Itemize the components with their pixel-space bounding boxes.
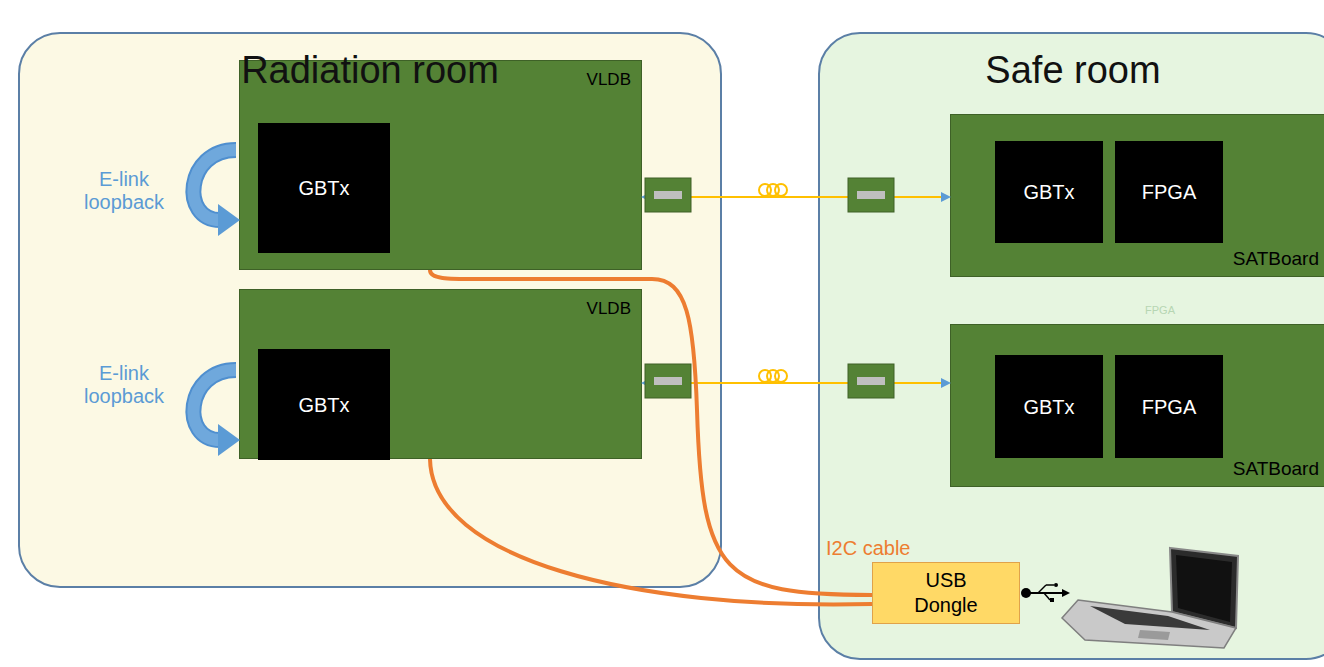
- node-label: GBTx: [1023, 181, 1074, 203]
- node-label: SATBoard: [1233, 459, 1319, 480]
- node-label: Safe room: [820, 50, 1324, 92]
- node-label: GBTx: [1023, 396, 1074, 418]
- fpga-chip: FPGA: [1115, 141, 1223, 243]
- loopback-label: E-link loopback: [76, 168, 172, 214]
- gbtx-chip: GBTx: [995, 141, 1103, 243]
- node-label: GBTx: [298, 177, 349, 199]
- satboard: SATBoard GBTx FPGA: [950, 114, 1324, 277]
- node-label: SATBoard: [1233, 249, 1319, 270]
- gbtx-chip: GBTx: [258, 349, 390, 460]
- usb-dongle: USB Dongle: [872, 562, 1020, 624]
- node-label: USB Dongle: [906, 568, 986, 618]
- i2c-cable: [430, 459, 872, 604]
- fpga-chip: FPGA: [1115, 355, 1223, 458]
- node-label: VLDB: [587, 71, 631, 90]
- satboard: SATBoard GBTx FPGA: [950, 324, 1324, 487]
- vldb-board: VLDB GBTx: [239, 60, 642, 270]
- loopback-label: E-link loopback: [76, 362, 172, 408]
- room-region: Radiation roomVLDBGBTxVLDBGBTx: [18, 32, 722, 588]
- room-region: Safe roomSATBoardGBTxFPGASATBoardGBTxFPG…: [818, 32, 1324, 660]
- node-label: VLDB: [587, 300, 631, 319]
- node-label: FPGA: [1142, 396, 1196, 418]
- gbtx-chip: GBTx: [258, 123, 390, 253]
- cable-label: I2C cable: [826, 537, 946, 560]
- node-label: GBTx: [298, 394, 349, 416]
- gbtx-chip: GBTx: [995, 355, 1103, 458]
- faint-label: FPGA: [1130, 304, 1190, 317]
- vldb-board: VLDB GBTx: [239, 289, 642, 459]
- node-label: FPGA: [1142, 181, 1196, 203]
